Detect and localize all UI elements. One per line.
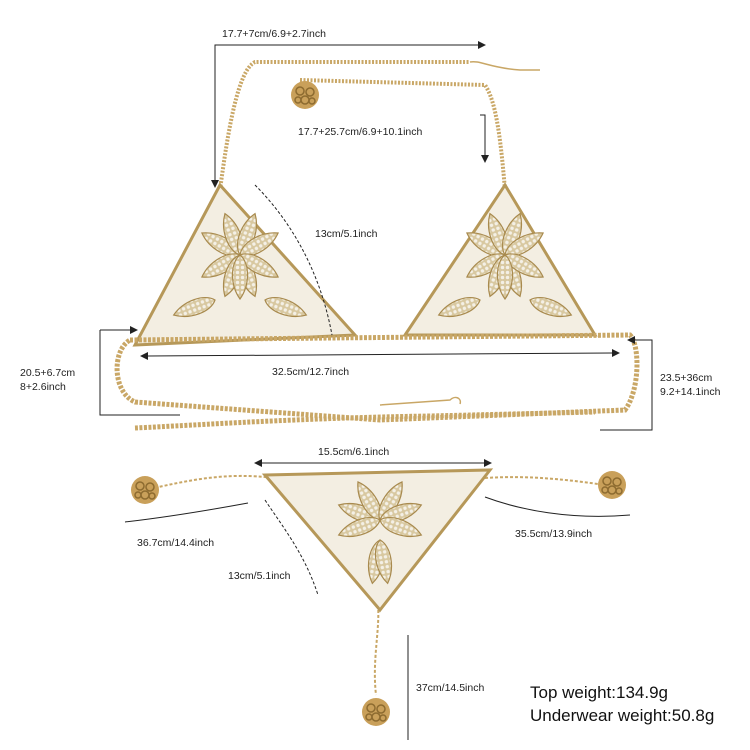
band-left-label-2: 8+2.6inch bbox=[20, 381, 66, 393]
brief-pompom-bottom bbox=[361, 697, 391, 727]
measurement-lines bbox=[99, 44, 653, 740]
underwear-weight-label: Underwear weight:50.8g bbox=[530, 706, 715, 725]
brief-side-label: 13cm/5.1inch bbox=[228, 570, 291, 582]
top-straps bbox=[218, 60, 507, 191]
brief-pompom-left bbox=[130, 475, 160, 505]
brief-top-label: 15.5cm/6.1inch bbox=[318, 446, 390, 458]
strap-extension-chain bbox=[469, 60, 540, 71]
brief-chains bbox=[144, 474, 606, 696]
top-weight-label: Top weight:134.9g bbox=[530, 683, 668, 702]
band-left-label-1: 20.5+6.7cm bbox=[20, 367, 76, 379]
strap-pompom bbox=[290, 80, 320, 110]
strap-top-left-label: 17.7+7cm/6.9+2.7inch bbox=[222, 28, 326, 40]
strap-top-right-label: 17.7+25.7cm/6.9+10.1inch bbox=[298, 126, 423, 138]
brief-right-chain-label: 35.5cm/13.9inch bbox=[515, 528, 593, 540]
arrow-heads bbox=[130, 41, 635, 467]
band-width-label: 32.5cm/12.7inch bbox=[272, 366, 350, 378]
back-chain-label: 37cm/14.5inch bbox=[416, 682, 485, 694]
brief-left-chain-label: 36.7cm/14.4inch bbox=[137, 537, 215, 549]
brief-front-panel bbox=[261, 468, 494, 613]
band-right-label-2: 9.2+14.1inch bbox=[660, 386, 721, 398]
bra-cup-left bbox=[132, 182, 359, 347]
cup-side-label: 13cm/5.1inch bbox=[315, 228, 378, 240]
band-extension-chain bbox=[379, 396, 462, 406]
band-right-label-1: 23.5+36cm bbox=[660, 372, 713, 384]
underbust-band bbox=[114, 332, 640, 431]
brief-pompom-right bbox=[597, 470, 627, 500]
bra-cup-right bbox=[402, 182, 598, 337]
